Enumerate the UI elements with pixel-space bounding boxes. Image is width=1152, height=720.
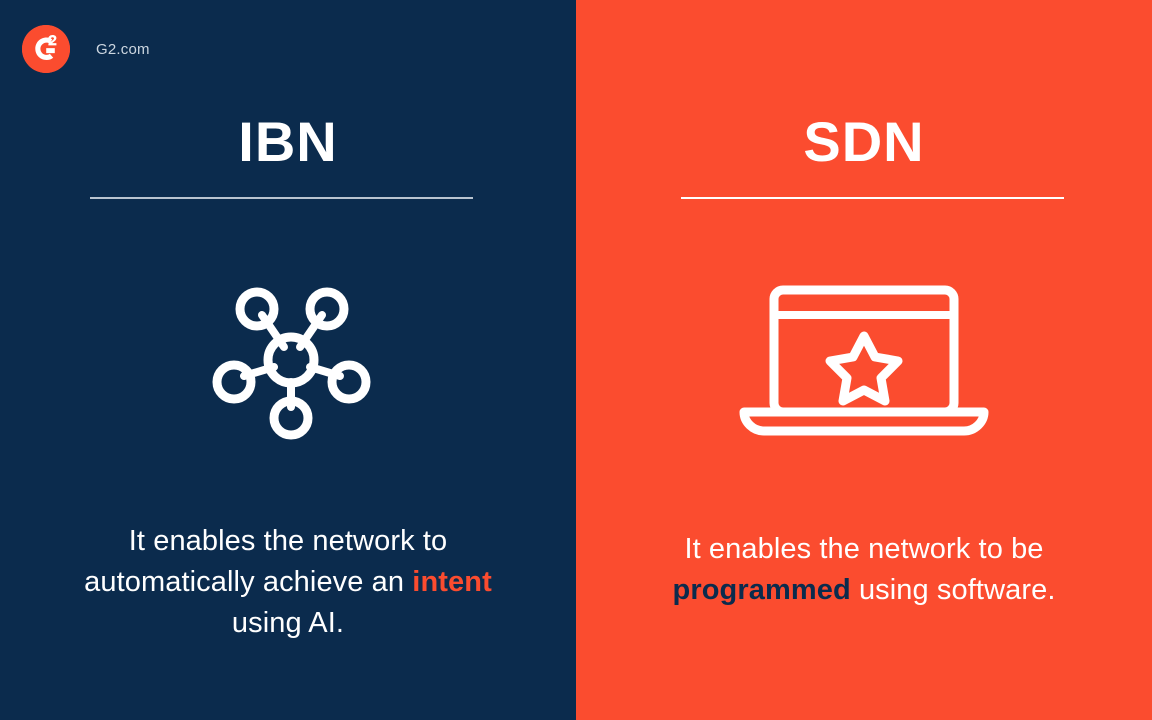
caption-text-before: It enables the network to be bbox=[684, 533, 1044, 565]
laptop-star-icon bbox=[576, 270, 1152, 450]
caption-text-after: using AI. bbox=[231, 607, 345, 639]
brand-name: G2.com bbox=[96, 40, 150, 58]
caption-text-after: using software. bbox=[850, 574, 1056, 606]
g2-logo-icon bbox=[22, 25, 70, 73]
panel-caption-ibn: It enables the network to automatically … bbox=[0, 521, 576, 644]
brand: G2.com bbox=[22, 25, 150, 73]
panel-ibn: G2.com IBN It enable bbox=[0, 25, 576, 644]
caption-highlight-programmed: programmed bbox=[672, 574, 851, 606]
network-hub-icon bbox=[0, 270, 576, 450]
panel-divider-ibn bbox=[90, 197, 473, 199]
panel-divider-sdn bbox=[681, 197, 1064, 199]
panel-heading-sdn: SDN bbox=[803, 110, 925, 173]
panel-heading-ibn: IBN bbox=[238, 110, 338, 173]
caption-highlight-intent: intent bbox=[412, 566, 492, 598]
panel-caption-sdn: It enables the network to be programmed … bbox=[576, 529, 1152, 611]
panel-sdn: SDN It enables the network to be program… bbox=[576, 0, 1152, 720]
caption-text-before: It enables the network to automatically … bbox=[84, 525, 448, 598]
